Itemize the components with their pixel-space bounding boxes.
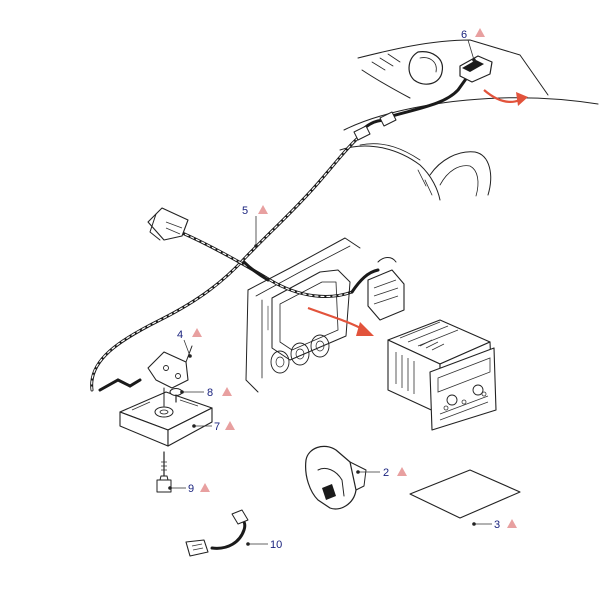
mounting-plate [147, 345, 193, 389]
radio-head-unit [387, 319, 497, 431]
callout-10: 10 [246, 539, 282, 551]
callout-label: 7 [214, 421, 220, 433]
warning-triangle-icon [200, 483, 210, 492]
direction-arrow-icon [483, 89, 528, 106]
direction-arrow-icon [307, 306, 374, 336]
warning-triangle-icon [507, 519, 517, 528]
callout-8: 8 [180, 387, 232, 399]
warning-triangle-icon [222, 387, 232, 396]
bracket [305, 445, 367, 510]
callout-label: 3 [494, 519, 500, 531]
warning-triangle-icon [397, 467, 407, 476]
wiring-harness [90, 74, 470, 392]
callout-5: 5 [242, 205, 268, 248]
callout-4: 4 [177, 328, 202, 358]
pad [409, 469, 521, 519]
callout-label: 5 [242, 205, 248, 217]
jumper-cable [185, 509, 249, 557]
callout-9: 9 [168, 483, 210, 495]
callout-label: 6 [461, 29, 467, 41]
warning-triangle-icon [475, 28, 485, 37]
bolt [156, 451, 172, 493]
warning-triangle-icon [258, 205, 268, 214]
harness-connector-left [147, 207, 189, 241]
receiver-module [119, 387, 213, 447]
harness-connector-right [367, 257, 405, 321]
dashboard-outline [339, 39, 599, 201]
callout-label: 10 [270, 539, 282, 551]
callout-label: 9 [188, 483, 194, 495]
callout-label: 4 [177, 329, 183, 341]
callout-7: 7 [192, 421, 235, 433]
warning-triangle-icon [192, 328, 202, 337]
callout-2: 2 [356, 467, 407, 479]
callout-label: 2 [383, 467, 389, 479]
antenna-connector [459, 55, 493, 83]
center-console-bezel [245, 237, 361, 393]
callout-6: 6 [461, 28, 485, 62]
callout-3: 3 [472, 519, 517, 531]
warning-triangle-icon [225, 421, 235, 430]
callout-label: 8 [207, 387, 213, 399]
